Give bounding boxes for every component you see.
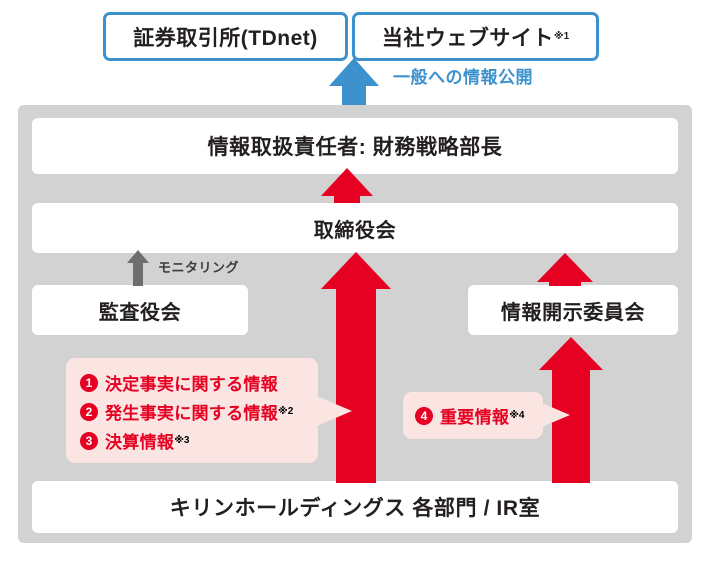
public-box-website-note: ※1 — [553, 31, 570, 42]
callout-right-items: 4 重要情報※4 — [415, 401, 525, 430]
org-box-disclosure-committee: 情報開示委員会 — [468, 285, 678, 335]
callout-item: 2 発生事実に関する情報※2 — [80, 397, 293, 426]
callout-item: 3 決算情報※3 — [80, 426, 293, 455]
callout-item-number: 2 — [80, 402, 98, 421]
callout-material-information-list: 1 決定事実に関する情報 2 発生事実に関する情報※2 3 決算情報※3 — [66, 358, 318, 463]
org-box-audit-board: 監査役会 — [32, 285, 248, 335]
org-box-board-of-directors-label: 取締役会 — [313, 219, 397, 242]
public-box-tdnet-label: 証券取引所(TDnet) — [133, 26, 318, 50]
label-public-disclosure: 一般への情報公開 — [393, 68, 533, 87]
callout-item-note: ※4 — [509, 410, 525, 421]
callout-left-items: 1 決定事実に関する情報 2 発生事実に関する情報※2 3 決算情報※3 — [80, 368, 293, 455]
public-box-tdnet: 証券取引所(TDnet) — [103, 12, 348, 61]
org-box-information-officer-label: 情報取扱責任者: 財務戦略部長 — [207, 136, 503, 159]
callout-item: 1 決定事実に関する情報 — [80, 368, 293, 397]
callout-item-note: ※3 — [174, 435, 190, 446]
callout-item-number: 1 — [80, 373, 98, 392]
public-box-website-label: 当社ウェブサイト — [381, 26, 554, 50]
callout-item-note: ※2 — [278, 406, 294, 417]
org-box-departments-ir: キリンホールディングス 各部門 / IR室 — [32, 481, 678, 533]
callout-important-information: 4 重要情報※4 — [403, 392, 543, 439]
callout-item-text: 発生事実に関する情報 — [105, 404, 278, 423]
callout-item-text: 重要情報 — [440, 408, 510, 427]
callout-item-number: 4 — [415, 406, 433, 425]
public-box-website: 当社ウェブサイト※1 — [352, 12, 599, 61]
blue-up-arrow-to-public — [329, 58, 379, 105]
org-box-disclosure-committee-label: 情報開示委員会 — [500, 301, 646, 324]
org-box-departments-ir-label: キリンホールディングス 各部門 / IR室 — [169, 497, 541, 520]
org-box-board-of-directors: 取締役会 — [32, 203, 678, 253]
label-monitoring: モニタリング — [158, 260, 240, 275]
callout-item-text: 決定事実に関する情報 — [105, 375, 278, 394]
callout-item: 4 重要情報※4 — [415, 401, 525, 430]
org-box-information-officer: 情報取扱責任者: 財務戦略部長 — [32, 118, 678, 174]
callout-item-number: 3 — [80, 431, 98, 450]
callout-item-text: 決算情報 — [105, 433, 175, 452]
org-box-audit-board-label: 監査役会 — [98, 301, 182, 324]
